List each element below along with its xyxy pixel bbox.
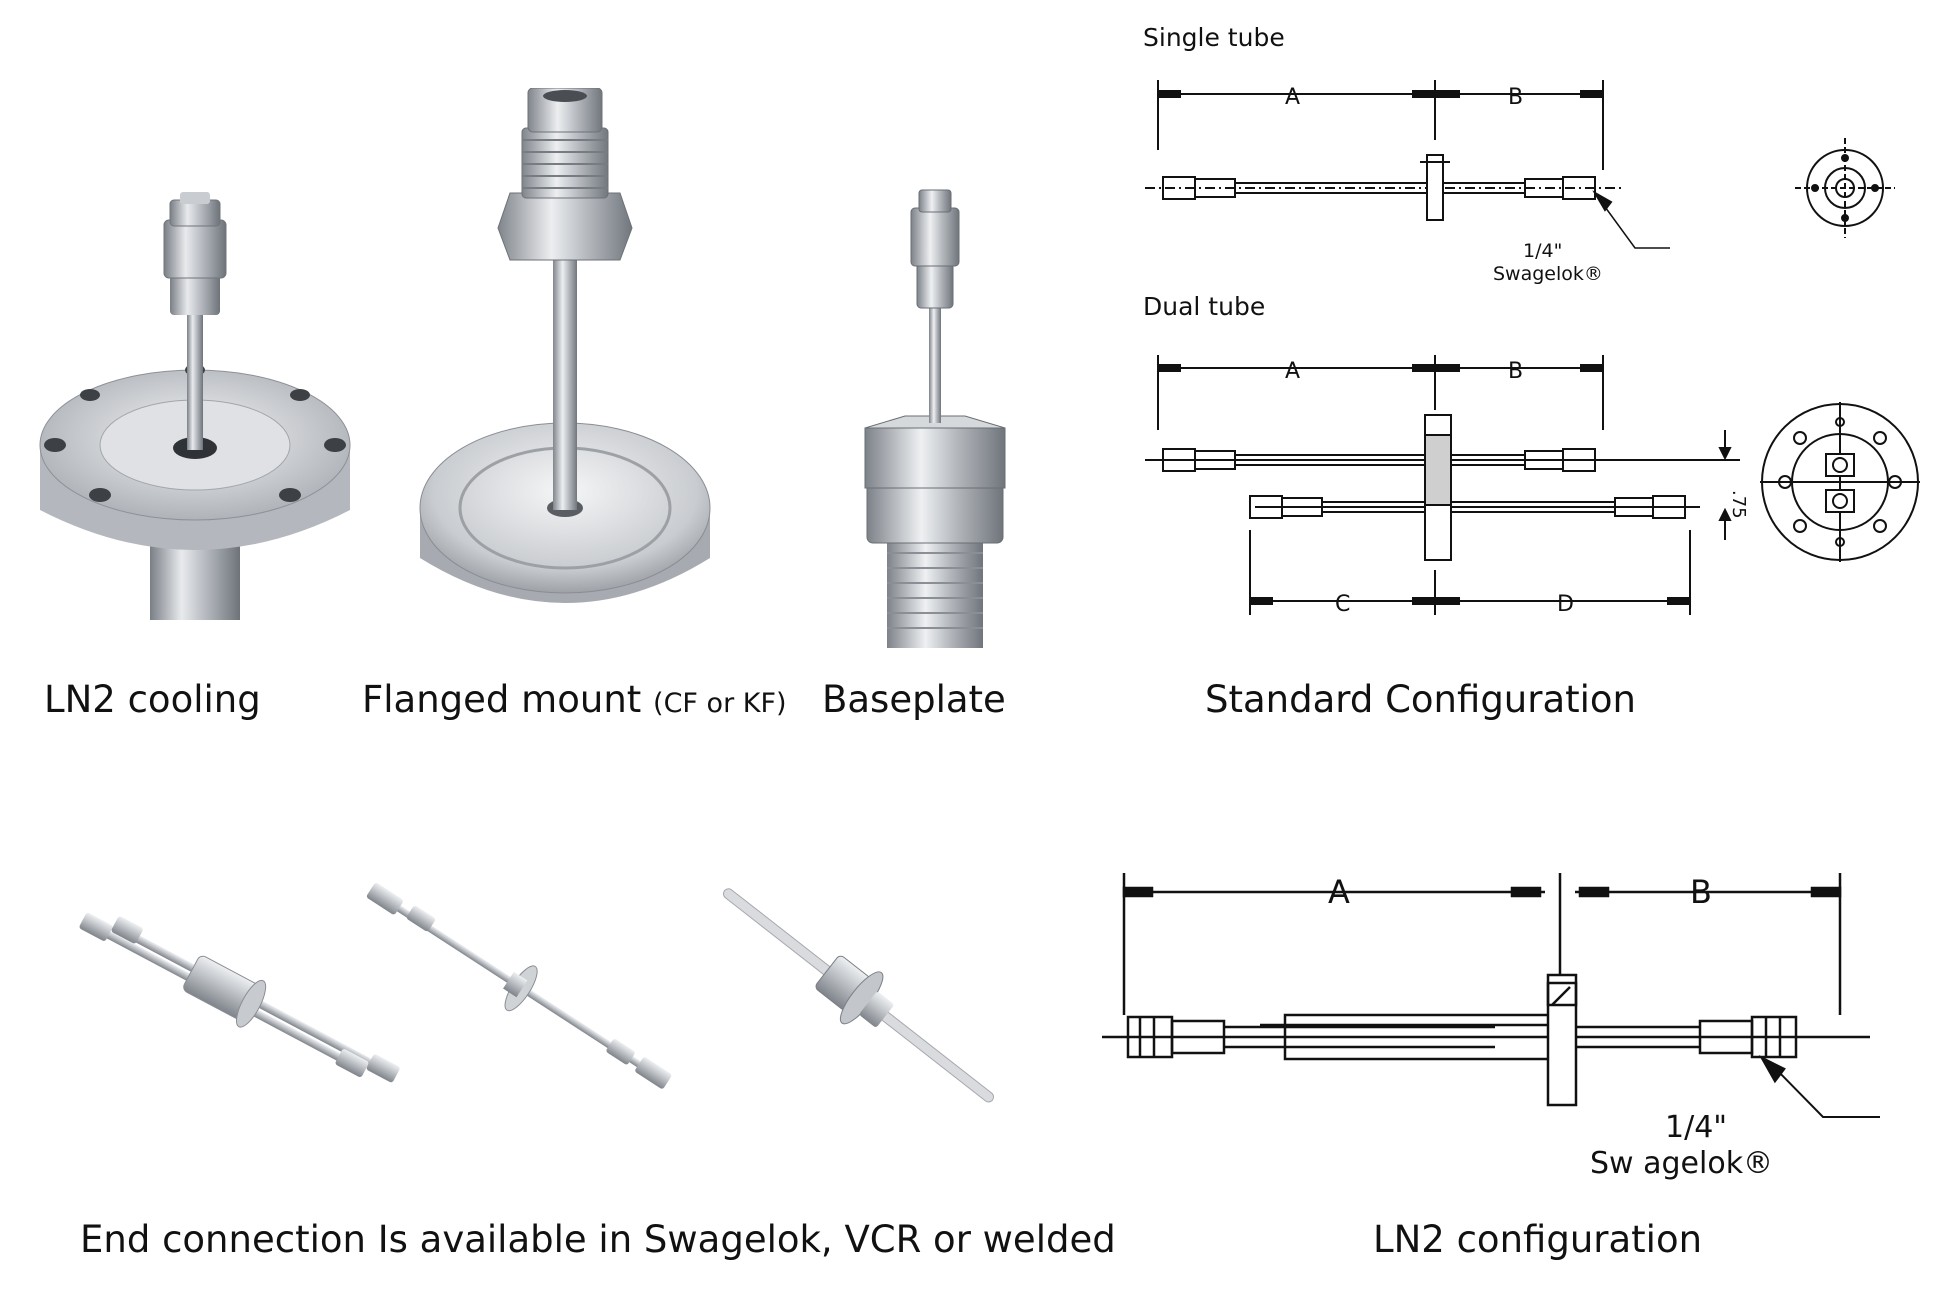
ln2-configuration-drawing: A B 1/4" Sw agelok® [1100, 855, 1920, 1195]
welded-rod-fitting-photo [722, 888, 995, 1103]
flanged-mount-photo [410, 87, 720, 648]
caption-ln2-cooling: LN2 cooling [44, 678, 261, 721]
ln2-fitting-size: 1/4" [1665, 1110, 1727, 1145]
end-connection-photos [50, 880, 1040, 1120]
single-dim-b: B [1508, 85, 1523, 110]
baseplate-photo [845, 188, 1025, 648]
ln2-fitting-name: Sw agelok® [1590, 1146, 1773, 1181]
standard-configuration-drawing: Single tube A B 1/4" Swagelok® Dual tube… [1125, 10, 1954, 630]
dual-tube-fitting-photo [79, 912, 400, 1083]
dual-dim-c: C [1335, 592, 1350, 617]
caption-end-connection: End connection Is available in Swagelok,… [80, 1218, 1116, 1261]
caption-standard-configuration: Standard Configuration [1205, 678, 1637, 721]
dual-tube-title: Dual tube [1143, 292, 1265, 321]
single-fitting-name: Swagelok® [1493, 263, 1603, 285]
caption-flanged-mount: Flanged mount (CF or KF) [362, 678, 787, 721]
dual-dim-b: B [1508, 359, 1523, 384]
dual-dim-d: D [1557, 592, 1574, 617]
spacing-label: .75 [1728, 490, 1749, 519]
dual-dim-a: A [1285, 359, 1300, 384]
single-tube-kf-fitting-photo [366, 883, 672, 1089]
caption-ln2-configuration: LN2 configuration [1373, 1218, 1703, 1261]
ln2-cooling-photo [30, 190, 360, 620]
single-tube-title: Single tube [1143, 23, 1285, 52]
ln2-dim-b: B [1690, 873, 1712, 911]
caption-flanged-mount-label: Flanged mount [362, 678, 642, 721]
caption-flanged-mount-note: (CF or KF) [653, 688, 787, 719]
ln2-dim-a: A [1328, 873, 1350, 911]
caption-baseplate: Baseplate [822, 678, 1006, 721]
single-fitting-size: 1/4" [1523, 240, 1562, 262]
single-dim-a: A [1285, 85, 1300, 110]
